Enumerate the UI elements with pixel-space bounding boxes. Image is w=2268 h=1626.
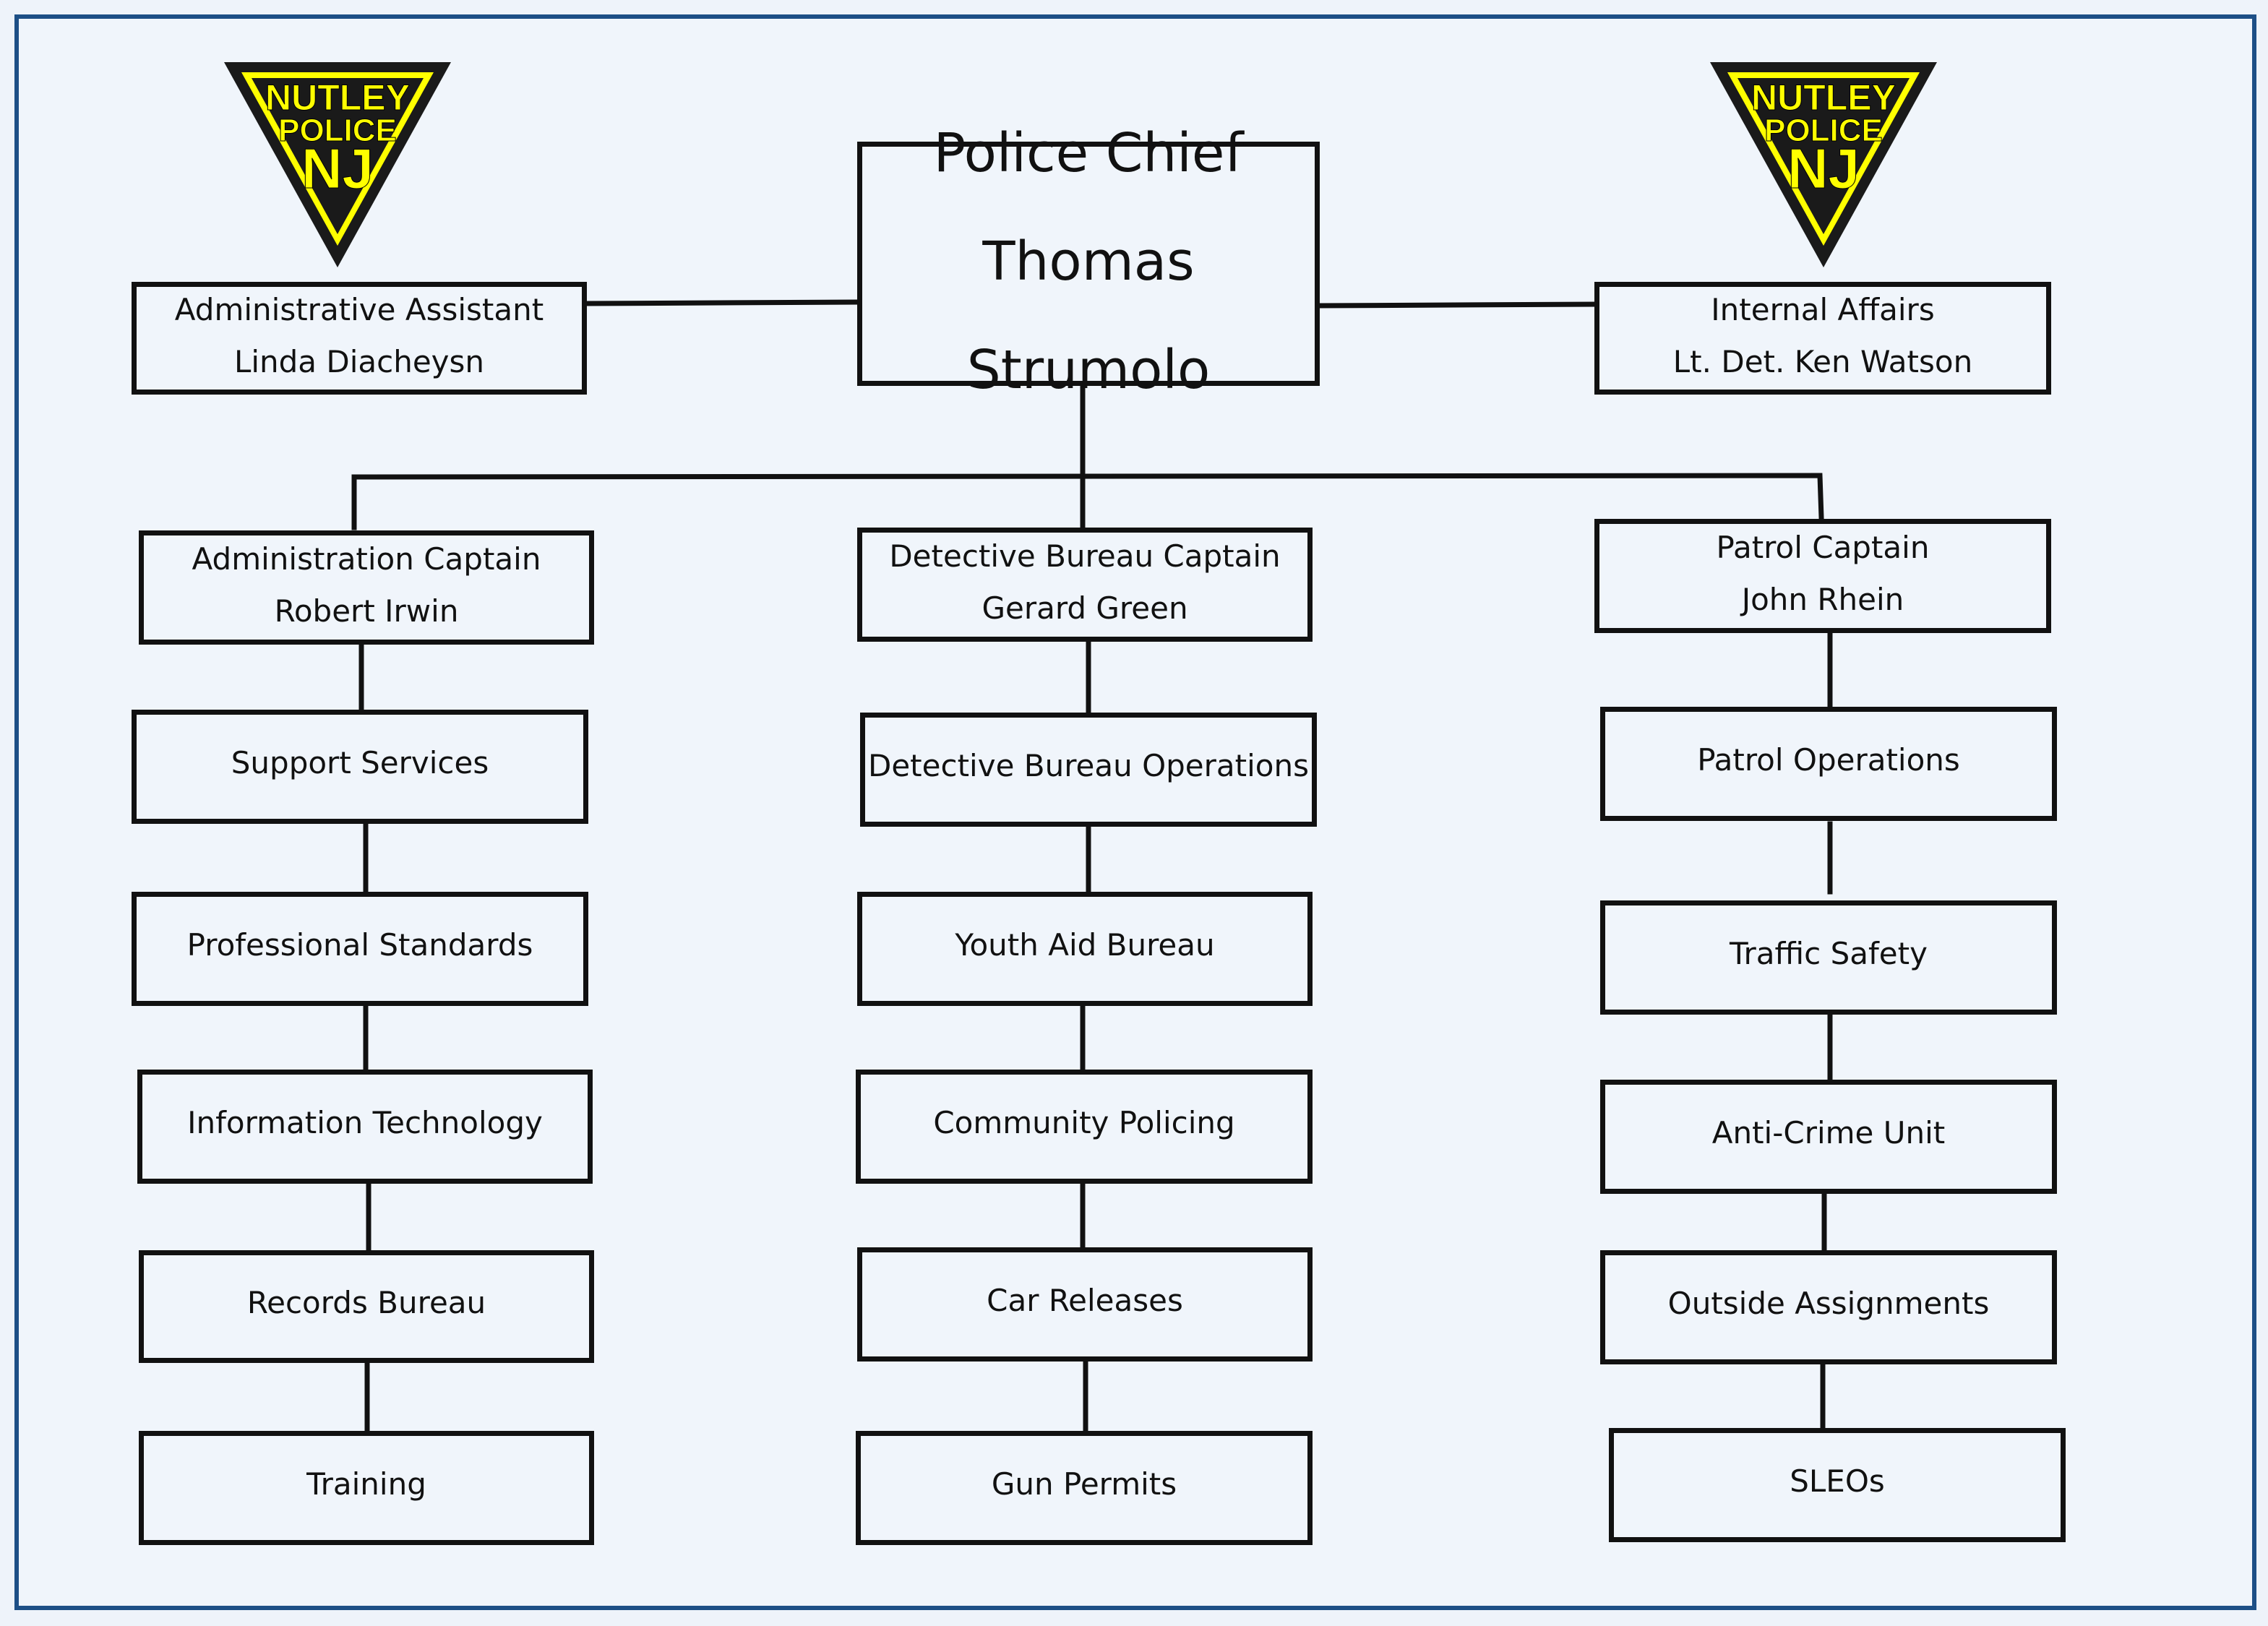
unit-label: Information Technology <box>187 1105 543 1140</box>
unit-label: Youth Aid Bureau <box>955 927 1215 963</box>
svg-text:NUTLEY: NUTLEY <box>1751 77 1896 118</box>
unit-label: Records Bureau <box>246 1285 486 1320</box>
patrol-operations-box: Patrol Operations <box>1600 707 2057 821</box>
unit-label: Car Releases <box>987 1283 1183 1318</box>
internal-affairs-name: Lt. Det. Ken Watson <box>1672 344 1973 379</box>
police-chief-name: Thomas Strumolo <box>966 231 1211 401</box>
captain-name: Gerard Green <box>981 590 1188 626</box>
police-chief-box: Police Chief Thomas Strumolo <box>857 122 1320 401</box>
admin-assistant-box: Administrative Assistant Linda Diacheysn <box>132 282 587 395</box>
unit-label: Professional Standards <box>186 927 533 963</box>
unit-label: Traffic Safety <box>1730 936 1928 971</box>
patrol-captain-box: Patrol Captain John Rhein <box>1594 519 2051 633</box>
admin-assistant-name: Linda Diacheysn <box>233 344 485 379</box>
anti-crime-unit-box: Anti-Crime Unit <box>1600 1080 2057 1194</box>
captain-name: John Rhein <box>1741 582 1904 617</box>
nutley-police-badge-right: NUTLEY POLICE NJ <box>1710 62 1937 267</box>
support-services-box: Support Services <box>132 710 588 824</box>
nutley-police-badge-left: NUTLEY POLICE NJ <box>224 62 451 267</box>
captain-title: Patrol Captain <box>1716 530 1930 565</box>
captain-title: Detective Bureau Captain <box>889 538 1281 574</box>
records-bureau-box: Records Bureau <box>139 1250 594 1363</box>
unit-label: Gun Permits <box>991 1466 1177 1502</box>
svg-text:NUTLEY: NUTLEY <box>265 77 410 118</box>
internal-affairs-box: Internal Affairs Lt. Det. Ken Watson <box>1594 282 2051 395</box>
internal-affairs-title: Internal Affairs <box>1711 292 1935 327</box>
connector-bus <box>351 473 1824 530</box>
unit-label: Training <box>306 1466 426 1502</box>
professional-standards-box: Professional Standards <box>132 892 588 1006</box>
detective-bureau-operations-box: Detective Bureau Operations <box>860 713 1317 827</box>
gun-permits-box: Gun Permits <box>856 1431 1313 1545</box>
outside-assignments-box: Outside Assignments <box>1600 1250 2057 1364</box>
unit-label: Community Policing <box>933 1105 1235 1140</box>
svg-text:POLICE: POLICE <box>278 113 397 148</box>
information-technology-box: Information Technology <box>137 1070 593 1184</box>
connector-chief-assistant <box>583 299 862 306</box>
connector-chief-internal-affairs <box>1315 301 1599 309</box>
sleos-box: SLEOs <box>1609 1428 2066 1542</box>
unit-label: Outside Assignments <box>1667 1286 1990 1321</box>
police-chief-title: Police Chief <box>933 122 1244 184</box>
community-policing-box: Community Policing <box>856 1070 1313 1184</box>
youth-aid-bureau-box: Youth Aid Bureau <box>857 892 1313 1006</box>
captain-name: Robert Irwin <box>274 593 459 629</box>
detective-bureau-captain-box: Detective Bureau Captain Gerard Green <box>857 528 1313 642</box>
svg-text:NJ: NJ <box>1787 137 1860 200</box>
traffic-safety-box: Traffic Safety <box>1600 900 2057 1015</box>
unit-label: Patrol Operations <box>1697 742 1960 778</box>
administration-captain-box: Administration Captain Robert Irwin <box>139 530 594 645</box>
car-releases-box: Car Releases <box>857 1247 1313 1362</box>
captain-title: Administration Captain <box>192 541 541 577</box>
unit-label: Support Services <box>231 745 489 780</box>
svg-text:POLICE: POLICE <box>1764 113 1883 148</box>
training-box: Training <box>139 1431 594 1545</box>
unit-label: Detective Bureau Operations <box>868 748 1309 783</box>
unit-label: Anti-Crime Unit <box>1711 1115 1946 1150</box>
admin-assistant-title: Administrative Assistant <box>174 292 544 327</box>
unit-label: SLEOs <box>1790 1463 1885 1499</box>
svg-text:NJ: NJ <box>301 137 374 200</box>
